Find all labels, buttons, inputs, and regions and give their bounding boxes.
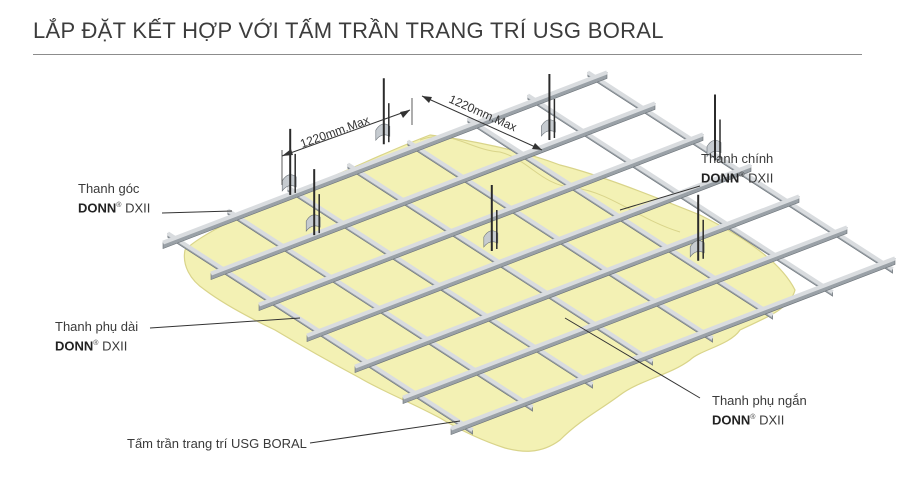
registered-mark: ® [739, 172, 745, 179]
main-runner [354, 194, 800, 374]
main-runner [306, 163, 752, 343]
hanger-wire [375, 78, 391, 145]
label-corner-bar-brand: DONN [78, 200, 117, 216]
label-long-tee-name: Thanh phụ dài [55, 319, 139, 334]
hanger-wire [483, 185, 499, 251]
label-short-tee-model: DXII [759, 412, 785, 428]
leader-lines [149, 185, 701, 444]
main-runner [450, 256, 896, 436]
page-title: LẮP ĐẶT KẾT HỢP VỚI TẤM TRẦN TRANG TRÍ U… [33, 18, 664, 43]
hanger-wire [706, 94, 722, 161]
label-main-bar-model: DXII [748, 170, 774, 186]
label-panel: Tấm trần trang trí USG BORAL [127, 435, 307, 452]
hanger-wire [541, 74, 556, 140]
label-corner-bar: Thanh góc DONN® DXII [78, 180, 150, 216]
title-divider [33, 54, 862, 55]
label-short-tee: Thanh phụ ngắn DONN® DXII [712, 392, 807, 428]
main-runner [210, 101, 656, 281]
label-corner-bar-name: Thanh góc [78, 181, 140, 196]
label-short-tee-name: Thanh phụ ngắn [712, 393, 807, 408]
panel-wavy-edge [419, 135, 681, 233]
registered-mark: ® [750, 414, 756, 421]
label-main-bar-name: Thanh chính [701, 151, 774, 166]
label-long-tee-brand: DONN [55, 338, 94, 354]
grid-beams [162, 70, 896, 436]
label-main-bar: Thanh chính DONN® DXII [701, 150, 773, 186]
label-long-tee: Thanh phụ dài DONN® DXII [55, 318, 138, 354]
hanger-wires [281, 74, 722, 261]
label-corner-bar-model: DXII [125, 200, 151, 216]
dimension-left-label: 1220mm.Max [298, 113, 371, 151]
main-runner [258, 132, 704, 312]
label-long-tee-model: DXII [102, 338, 128, 354]
registered-mark: ® [93, 340, 99, 347]
label-short-tee-brand: DONN [712, 412, 751, 428]
hanger-wire [281, 128, 297, 195]
main-runner [402, 225, 848, 405]
registered-mark: ® [116, 202, 122, 209]
label-main-bar-brand: DONN [701, 170, 740, 186]
label-panel-name: Tấm trần trang trí USG BORAL [127, 436, 307, 451]
main-runner [162, 70, 608, 250]
hanger-wire [305, 169, 321, 236]
hanger-wire [689, 194, 705, 261]
